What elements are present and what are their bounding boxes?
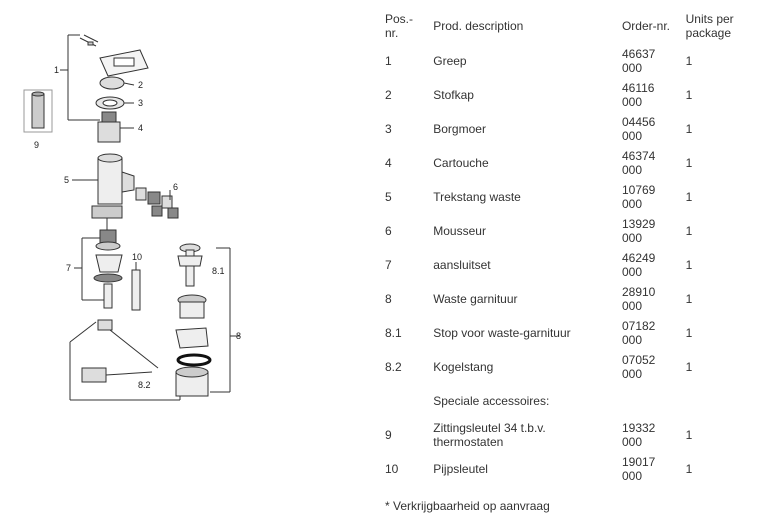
cell-units: 1 — [685, 190, 693, 204]
cell-description: Mousseur — [433, 224, 486, 238]
cell-order: 13929 000 — [621, 217, 656, 245]
cell-pos: 7 — [385, 258, 392, 272]
availability-footnote: * Verkrijgbaarheid op aanvraag — [385, 499, 550, 513]
cell-description: Greep — [433, 54, 467, 68]
callout-5: 5 — [64, 175, 69, 185]
parts-table-header: Pos.- nr. Prod. description Order-nr. Un… — [380, 8, 760, 44]
waste-set-part — [175, 243, 240, 397]
cell-pos: 5 — [385, 190, 392, 204]
dust-cap-part — [99, 76, 135, 90]
callout-3: 3 — [138, 98, 143, 108]
cell-order: 46116 000 — [621, 81, 655, 109]
callout-8-2: 8.2 — [138, 380, 151, 390]
header-order: Order-nr. — [621, 19, 670, 33]
header-pos: Pos.- nr. — [385, 12, 414, 40]
cell-units: 1 — [685, 360, 693, 374]
cell-units: 1 — [685, 156, 693, 170]
handle-part — [79, 34, 149, 77]
table-row: 8.1 Stop voor waste-garnituur 07182 000 1 — [380, 316, 760, 350]
cell-units: 1 — [685, 428, 693, 442]
callout-9: 9 — [34, 140, 39, 150]
table-row: 8.2 Kogelstang 07052 000 1 — [380, 350, 760, 384]
callout-6: 6 — [173, 182, 178, 192]
cell-order: 07182 000 — [621, 319, 656, 347]
parts-table: Pos.- nr. Prod. description Order-nr. Un… — [380, 8, 760, 486]
cell-order: 46374 000 — [621, 149, 656, 177]
cell-pos: 10 — [385, 462, 399, 476]
cell-order: 04456 000 — [621, 115, 656, 143]
cell-description: Zittingsleutel 34 t.b.v. thermostaten — [433, 421, 546, 449]
pipe-wrench-part — [131, 262, 141, 311]
cell-order: 10769 000 — [621, 183, 656, 211]
callout-4: 4 — [138, 123, 143, 133]
cell-pos: 3 — [385, 122, 392, 136]
cell-pos: 6 — [385, 224, 392, 238]
header-units: Units per package — [685, 12, 734, 40]
cell-units: 1 — [685, 326, 693, 340]
cell-units: 1 — [685, 88, 693, 102]
table-row: 3 Borgmoer 04456 000 1 — [380, 112, 760, 146]
lock-nut-part — [95, 96, 134, 110]
callout-7: 7 — [66, 263, 71, 273]
cell-description: Stofkap — [433, 88, 474, 102]
exploded-view-diagram: 1 2 3 4 5 6 7 8 8.1 8.2 9 10 — [23, 34, 241, 401]
cell-pos: 8 — [385, 292, 392, 306]
accessories-heading-row: Speciale accessoires: — [380, 384, 760, 418]
cell-units: 1 — [685, 122, 693, 136]
table-row: 8 Waste garnituur 28910 000 1 — [380, 282, 760, 316]
table-row: 5 Trekstang waste 10769 000 1 — [380, 180, 760, 214]
table-row: 2 Stofkap 46116 000 1 — [380, 78, 760, 112]
cell-description: Stop voor waste-garnituur — [433, 326, 571, 340]
callout-8-1: 8.1 — [212, 266, 225, 276]
cell-pos: 8.2 — [385, 360, 402, 374]
mixer-body-part — [72, 153, 135, 234]
table-row: 7 aansluitset 46249 000 1 — [380, 248, 760, 282]
aerator-part — [135, 187, 179, 219]
cell-units: 1 — [685, 292, 693, 306]
cell-description: Borgmoer — [433, 122, 486, 136]
cell-order: 07052 000 — [621, 353, 656, 381]
callout-2: 2 — [138, 80, 143, 90]
pull-rod-part — [69, 319, 181, 401]
cell-description: Kogelstang — [433, 360, 494, 374]
cell-order: 46637 000 — [621, 47, 656, 75]
cell-pos — [380, 384, 428, 418]
cell-pos: 4 — [385, 156, 392, 170]
cell-order: 19017 000 — [621, 455, 656, 483]
cell-order: 19332 000 — [621, 421, 656, 449]
cell-description: aansluitset — [433, 258, 491, 272]
cell-order: 28910 000 — [621, 285, 656, 313]
callout-8: 8 — [236, 331, 241, 341]
table-row: 9 Zittingsleutel 34 t.b.v. thermostaten 19… — [380, 418, 760, 452]
table-row: 6 Mousseur 13929 000 1 — [380, 214, 760, 248]
table-row: 10 Pijpsleutel 19017 000 1 — [380, 452, 760, 486]
cell-pos: 1 — [385, 54, 392, 68]
cell-description: Pijpsleutel — [433, 462, 488, 476]
cell-units: 1 — [685, 258, 693, 272]
cell-description: Trekstang waste — [433, 190, 521, 204]
cell-pos: 9 — [385, 428, 392, 442]
cell-units: 1 — [685, 462, 693, 476]
cell-units: 1 — [685, 224, 693, 238]
cell-pos: 8.1 — [385, 326, 402, 340]
cell-description: Cartouche — [433, 156, 489, 170]
table-row: 4 Cartouche 46374 000 1 — [380, 146, 760, 180]
callout-1: 1 — [54, 65, 59, 75]
accessories-heading: Speciale accessoires: — [433, 394, 550, 408]
seat-wrench-part — [23, 89, 53, 133]
callout-10: 10 — [132, 252, 142, 262]
callout-bracket-1 — [60, 34, 100, 121]
cell-pos: 2 — [385, 88, 392, 102]
header-description: Prod. description — [433, 19, 524, 33]
cell-order: 46249 000 — [621, 251, 656, 279]
cell-units: 1 — [685, 54, 693, 68]
cartridge-part — [97, 111, 134, 143]
connection-set-part — [74, 229, 123, 309]
cell-description: Waste garnituur — [433, 292, 518, 306]
table-row: 1 Greep 46637 000 1 — [380, 44, 760, 78]
